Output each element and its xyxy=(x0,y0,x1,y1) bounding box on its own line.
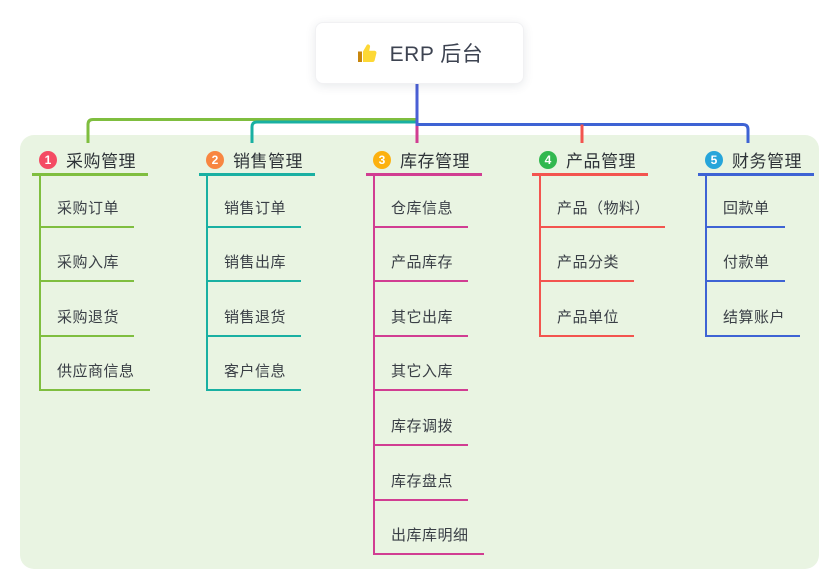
child-label: 付款单 xyxy=(705,251,785,283)
branch-header[interactable]: 5 财务管理 xyxy=(698,146,814,176)
thumbs-up-icon xyxy=(356,41,380,65)
child-node[interactable]: 其它入库 xyxy=(373,337,541,392)
branch-children: 产品（物料） 产品分类产品单位 xyxy=(532,173,707,337)
child-label: 回款单 xyxy=(705,197,785,228)
child-label: 结算账户 xyxy=(705,306,801,337)
branch-header[interactable]: 1 采购管理 xyxy=(32,146,148,176)
child-label: 采购入库 xyxy=(39,251,135,283)
child-node[interactable]: 回款单 xyxy=(705,173,839,228)
child-node[interactable]: 采购入库 xyxy=(39,228,207,283)
branch-vertical-line xyxy=(206,176,208,392)
branch-children: 采购订单采购入库采购退货供应商信息 xyxy=(32,173,207,392)
child-node[interactable]: 库存盘点 xyxy=(373,446,541,501)
child-label: 产品库存 xyxy=(373,251,469,283)
child-node[interactable]: 产品库存 xyxy=(373,228,541,283)
branch-vertical-line xyxy=(373,176,375,556)
branch-number-badge: 5 xyxy=(705,150,723,169)
branch-label: 产品管理 xyxy=(566,152,636,171)
branch-header[interactable]: 2 销售管理 xyxy=(199,146,315,176)
branch-label: 财务管理 xyxy=(732,152,802,171)
branch-vertical-line xyxy=(539,176,541,337)
child-label: 产品（物料） xyxy=(539,197,666,228)
child-label: 产品分类 xyxy=(539,251,635,283)
branch-children: 仓库信息产品库存其它出库其它入库库存调拨库存盘点出库库明细 xyxy=(366,173,541,556)
child-label: 出库库明细 xyxy=(373,524,484,556)
branches-panel xyxy=(20,135,819,569)
child-node[interactable]: 结算账户 xyxy=(705,282,839,337)
child-node[interactable]: 供应商信息 xyxy=(39,337,207,392)
branch-vertical-line xyxy=(39,176,41,392)
root-title: ERP 后台 xyxy=(389,43,484,66)
child-node[interactable]: 库存调拨 xyxy=(373,391,541,446)
branch-label: 库存管理 xyxy=(400,152,470,171)
child-node[interactable]: 销售订单 xyxy=(206,173,374,228)
branch-number-badge: 1 xyxy=(39,150,57,169)
branch-header[interactable]: 4 产品管理 xyxy=(532,146,648,176)
child-label: 库存盘点 xyxy=(373,470,469,501)
branch-number-badge: 2 xyxy=(206,150,224,169)
child-node[interactable]: 采购退货 xyxy=(39,282,207,337)
branch-number-badge: 4 xyxy=(539,150,557,169)
child-label: 采购订单 xyxy=(39,197,135,228)
root-node[interactable]: ERP 后台 xyxy=(315,22,524,84)
child-node[interactable]: 产品单位 xyxy=(539,282,707,337)
child-node[interactable]: 产品分类 xyxy=(539,228,707,283)
branch-column: 4 产品管理 产品（物料） 产品分类产品单位 xyxy=(532,146,707,337)
child-label: 其它入库 xyxy=(373,360,469,392)
child-node[interactable]: 采购订单 xyxy=(39,173,207,228)
child-label: 销售订单 xyxy=(206,197,302,228)
child-node[interactable]: 销售退货 xyxy=(206,282,374,337)
child-node[interactable]: 付款单 xyxy=(705,228,839,283)
branch-vertical-line xyxy=(705,176,707,337)
child-node[interactable]: 客户信息 xyxy=(206,337,374,392)
branch-column: 5 财务管理 回款单付款单结算账户 xyxy=(698,146,839,337)
child-label: 供应商信息 xyxy=(39,360,150,392)
child-label: 销售退货 xyxy=(206,306,302,337)
child-node[interactable]: 仓库信息 xyxy=(373,173,541,228)
child-node[interactable]: 产品（物料） xyxy=(539,173,707,228)
branch-column: 1 采购管理 采购订单采购入库采购退货供应商信息 xyxy=(32,146,207,392)
branch-column: 2 销售管理 销售订单销售出库销售退货客户信息 xyxy=(199,146,374,392)
branch-children: 回款单付款单结算账户 xyxy=(698,173,839,337)
branch-children: 销售订单销售出库销售退货客户信息 xyxy=(199,173,374,392)
child-label: 采购退货 xyxy=(39,306,135,337)
child-label: 客户信息 xyxy=(206,360,302,392)
branch-column: 3 库存管理 仓库信息产品库存其它出库其它入库库存调拨库存盘点出库库明细 xyxy=(366,146,541,556)
child-node[interactable]: 销售出库 xyxy=(206,228,374,283)
branch-label: 销售管理 xyxy=(233,152,303,171)
branch-number-badge: 3 xyxy=(373,150,391,169)
child-label: 销售出库 xyxy=(206,251,302,283)
child-node[interactable]: 其它出库 xyxy=(373,282,541,337)
branch-label: 采购管理 xyxy=(66,152,136,171)
child-node[interactable]: 出库库明细 xyxy=(373,501,541,556)
child-label: 其它出库 xyxy=(373,306,469,337)
child-label: 产品单位 xyxy=(539,306,635,337)
child-label: 库存调拨 xyxy=(373,415,469,446)
child-label: 仓库信息 xyxy=(373,197,469,228)
branch-header[interactable]: 3 库存管理 xyxy=(366,146,482,176)
